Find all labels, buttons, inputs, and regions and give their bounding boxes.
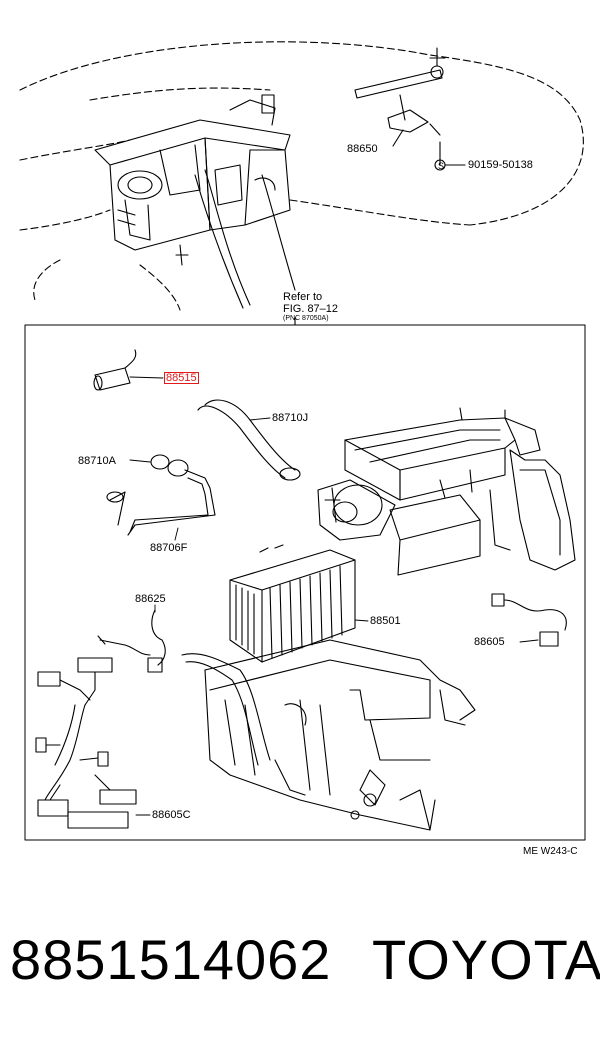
- dashboard-outline: [19, 41, 584, 311]
- lower-heater-unit: [181, 639, 476, 831]
- top-rod-assembly: [354, 47, 466, 171]
- part-88710J-hose: [197, 399, 301, 481]
- detail-panel-frame: [24, 324, 586, 841]
- callout-88710A: 88710A: [78, 455, 116, 467]
- callout-88605: 88605: [474, 636, 505, 648]
- callout-88605C: 88605C: [152, 809, 191, 821]
- part-88605-connector: [491, 593, 567, 647]
- callout-88650: 88650: [347, 143, 378, 155]
- brand-name: TOYOTA: [372, 928, 600, 991]
- part-88710A-88706F-pipes: [106, 454, 216, 541]
- exploded-view-drawing: [19, 41, 586, 841]
- part-88501-evaporator: [229, 544, 369, 663]
- part-88515-sensor: [93, 349, 164, 391]
- figure-code: ME W243-C: [523, 846, 578, 857]
- blower-case: [317, 407, 576, 576]
- part-88625-thermistor: [97, 604, 166, 673]
- s-mark-icon: S: [437, 161, 444, 171]
- refer-to-line-1: Refer to: [283, 291, 323, 303]
- part-88605C-harness: [35, 657, 151, 829]
- callout-88710J: 88710J: [272, 412, 309, 424]
- top-heater-unit: [94, 94, 296, 309]
- parts-diagram: 88650 S 90159-50138 Refer to FIG. 87–12 …: [19, 41, 586, 857]
- callout-88515-highlighted[interactable]: 88515: [164, 372, 199, 384]
- refer-to-line-3: (PNC 87050A): [283, 315, 329, 322]
- refer-to-line-2: FIG. 87–12: [283, 303, 339, 315]
- part-number: 8851514062: [10, 928, 332, 991]
- callout-88706F: 88706F: [150, 542, 188, 554]
- callout-90159-50138: 90159-50138: [468, 159, 533, 171]
- part-footer: 8851514062 TOYOTA: [0, 925, 600, 1005]
- callout-88625: 88625: [135, 593, 166, 605]
- callout-88501: 88501: [370, 615, 401, 627]
